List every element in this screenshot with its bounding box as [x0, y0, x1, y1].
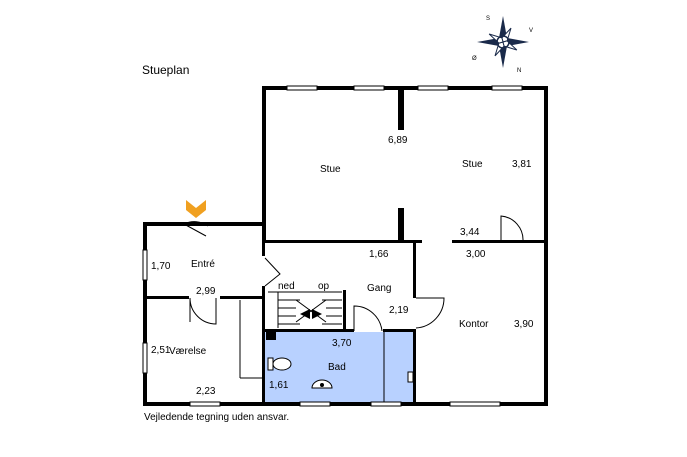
dim-entre-depth: 1,70 [151, 261, 171, 272]
room-label-bad: Bad [328, 362, 346, 373]
compass-letter-n: N [517, 68, 521, 74]
dim-stue-depth: 3,81 [512, 159, 532, 170]
room-label-kontor: Kontor [459, 319, 489, 330]
page-title: Stueplan [142, 63, 189, 77]
thin-lines [239, 300, 385, 402]
room-label-vaerelse: Værelse [169, 346, 207, 357]
toilet-tank [267, 357, 274, 371]
doors [183, 215, 524, 332]
stairs-down-label: ned [278, 281, 295, 292]
dim-gang-depth: 2,19 [389, 305, 409, 316]
bathroom-fixtures [267, 357, 414, 389]
toilet-bowl [272, 357, 292, 371]
compass-letter-o: Ø [472, 56, 477, 62]
room-label-stue-right: Stue [462, 159, 483, 170]
dim-bad-depth: 1,61 [269, 380, 289, 391]
dim-kontor-width: 3,00 [466, 249, 486, 260]
dim-gang-width: 1,66 [369, 249, 389, 260]
dim-vaerelse-depth: 2,51 [151, 345, 171, 356]
room-label-gang: Gang [367, 283, 391, 294]
interior-walls [147, 90, 548, 406]
dim-bad-width: 3,70 [332, 338, 352, 349]
stairs-up-label: op [318, 281, 330, 292]
dim-entre-width: 2,99 [196, 286, 216, 297]
staircase [268, 291, 342, 328]
room-label-entre: Entré [191, 259, 215, 270]
washer [407, 371, 414, 383]
disclaimer: Vejledende tegning uden ansvar. [144, 412, 289, 423]
stair-arrows [300, 309, 322, 319]
dim-stue-right-width: 3,44 [460, 227, 480, 238]
room-label-stue-left: Stue [320, 164, 341, 175]
dim-vaerelse-width: 2,23 [196, 386, 216, 397]
windows [142, 85, 523, 407]
dim-stue-width: 6,89 [388, 135, 408, 146]
compass-icon: S V Ø N [472, 16, 533, 74]
compass-letter-v: V [529, 28, 533, 34]
compass-letter-s: S [486, 16, 490, 22]
drain [320, 383, 324, 387]
entrance-arrow-icon [186, 200, 206, 218]
dim-kontor-depth: 3,90 [514, 319, 534, 330]
